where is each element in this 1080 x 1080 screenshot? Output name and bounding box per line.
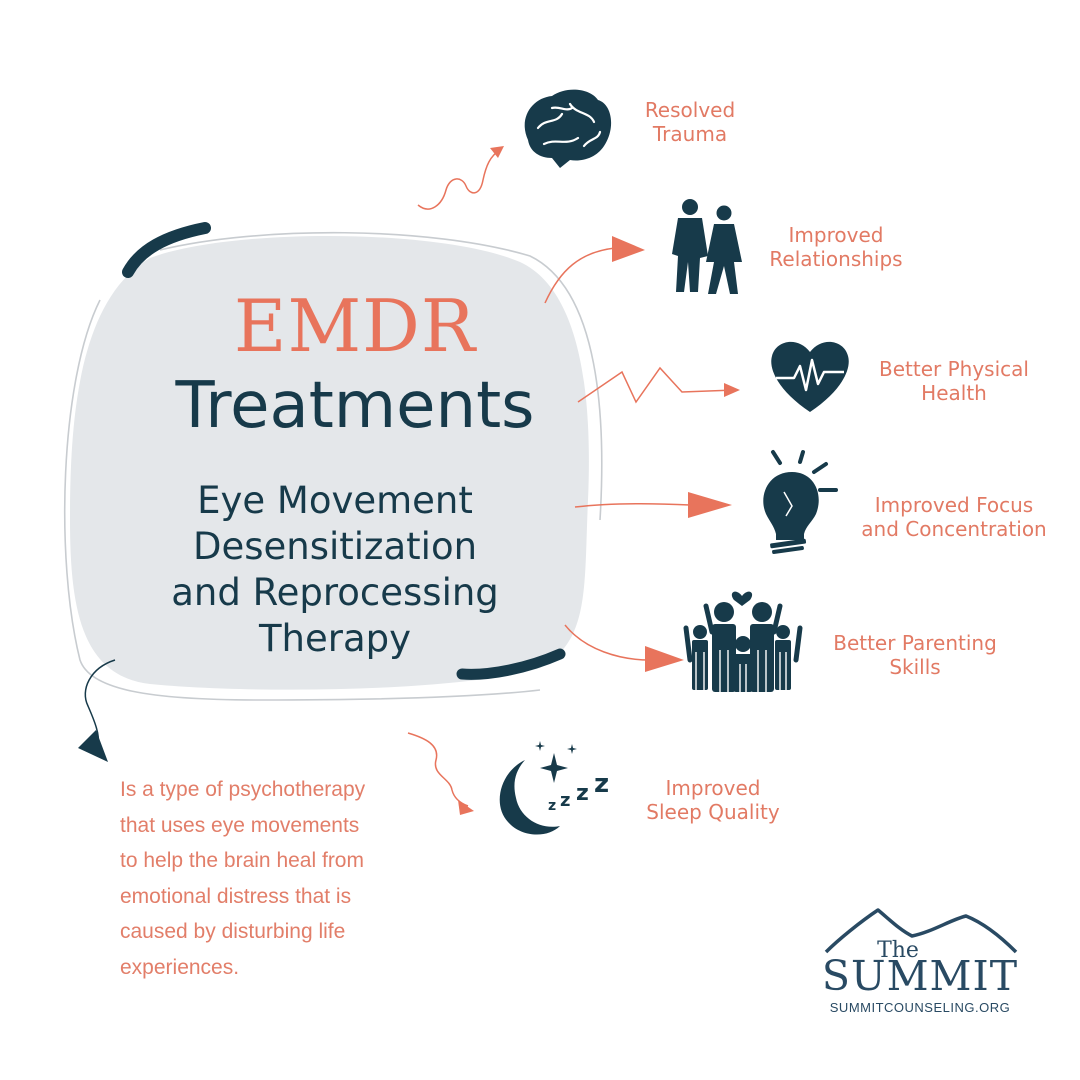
squiggle-arrow — [407, 732, 469, 807]
arrow-head — [612, 236, 645, 262]
heart-pulse-icon — [771, 341, 849, 412]
curved-arrow — [544, 247, 616, 304]
svg-text:z: z — [548, 798, 556, 814]
brush-stroke — [456, 648, 566, 680]
title-blob — [70, 235, 589, 690]
benefit-line: Better Physical — [879, 357, 1029, 381]
benefit-line: Improved — [788, 223, 884, 247]
benefit-resolved-trauma: Resolved Trauma — [630, 98, 750, 146]
description: Is a type of psychotherapy that uses eye… — [120, 772, 420, 985]
zigzag-arrow — [577, 366, 736, 404]
arrow-head — [78, 730, 108, 762]
curved-arrow — [564, 624, 651, 661]
logo-name: SUMMIT — [821, 952, 1019, 1000]
logo-the: The — [877, 938, 919, 963]
blob-sketch-line — [63, 299, 541, 701]
benefit-line: Better Parenting — [833, 631, 997, 655]
benefit-line: Improved — [665, 776, 761, 800]
logo-url: SUMMITCOUNSELING.ORG — [829, 1000, 1011, 1015]
benefit-line: and Concentration — [861, 517, 1047, 541]
benefit-line: Relationships — [769, 247, 903, 271]
benefit-better-physical-health: Better Physical Health — [864, 357, 1044, 405]
subtitle: Eye Movement Desensitization and Reproce… — [110, 478, 560, 662]
logo-mountain-icon — [824, 908, 1018, 954]
benefit-line: Skills — [889, 655, 941, 679]
squiggle-arrow — [417, 149, 501, 210]
svg-text:z: z — [576, 781, 589, 806]
subtitle-line: and Reprocessing — [171, 571, 499, 614]
curl-arrow — [84, 659, 116, 746]
benefit-improved-focus: Improved Focus and Concentration — [846, 493, 1062, 541]
description-line: that uses eye movements — [120, 813, 360, 837]
description-line: Is a type of psychotherapy — [120, 778, 366, 801]
benefit-line: Resolved — [644, 98, 736, 122]
svg-text:z: z — [560, 790, 570, 811]
description-line: to help the brain heal from — [120, 849, 364, 872]
description-line: emotional distress that is — [120, 884, 352, 908]
lightbulb-icon — [763, 450, 838, 555]
arrow-head — [688, 492, 732, 518]
arrow-head — [490, 146, 504, 158]
brush-stroke — [122, 222, 211, 278]
description-line: experiences. — [120, 955, 240, 979]
arrow-head — [645, 646, 684, 672]
description-line: caused by disturbing life — [120, 920, 346, 943]
benefit-line: Trauma — [652, 122, 728, 146]
arrow-head — [458, 800, 474, 815]
straight-arrow — [574, 502, 691, 508]
brain-icon — [524, 89, 612, 168]
benefit-improved-sleep: Improved Sleep Quality — [634, 776, 792, 824]
moon-sleep-icon: z z z z — [499, 741, 609, 835]
benefit-line: Sleep Quality — [646, 800, 780, 824]
title-emdr: EMDR — [233, 284, 477, 368]
svg-text:z: z — [594, 769, 609, 799]
subtitle-line: Eye Movement — [197, 479, 473, 522]
benefit-improved-relationships: Improved Relationships — [756, 223, 916, 271]
couple-walking-icon — [672, 199, 742, 294]
subtitle-line: Therapy — [258, 617, 412, 660]
subtitle-line: Desensitization — [192, 525, 478, 568]
blob-sketch-line — [159, 231, 603, 521]
title-treatments: Treatments — [175, 369, 535, 443]
benefit-line: Health — [921, 381, 987, 405]
benefit-better-parenting: Better Parenting Skills — [818, 631, 1012, 679]
arrow-head — [724, 383, 740, 397]
family-icon — [683, 591, 803, 692]
benefit-line: Improved Focus — [874, 493, 1034, 517]
